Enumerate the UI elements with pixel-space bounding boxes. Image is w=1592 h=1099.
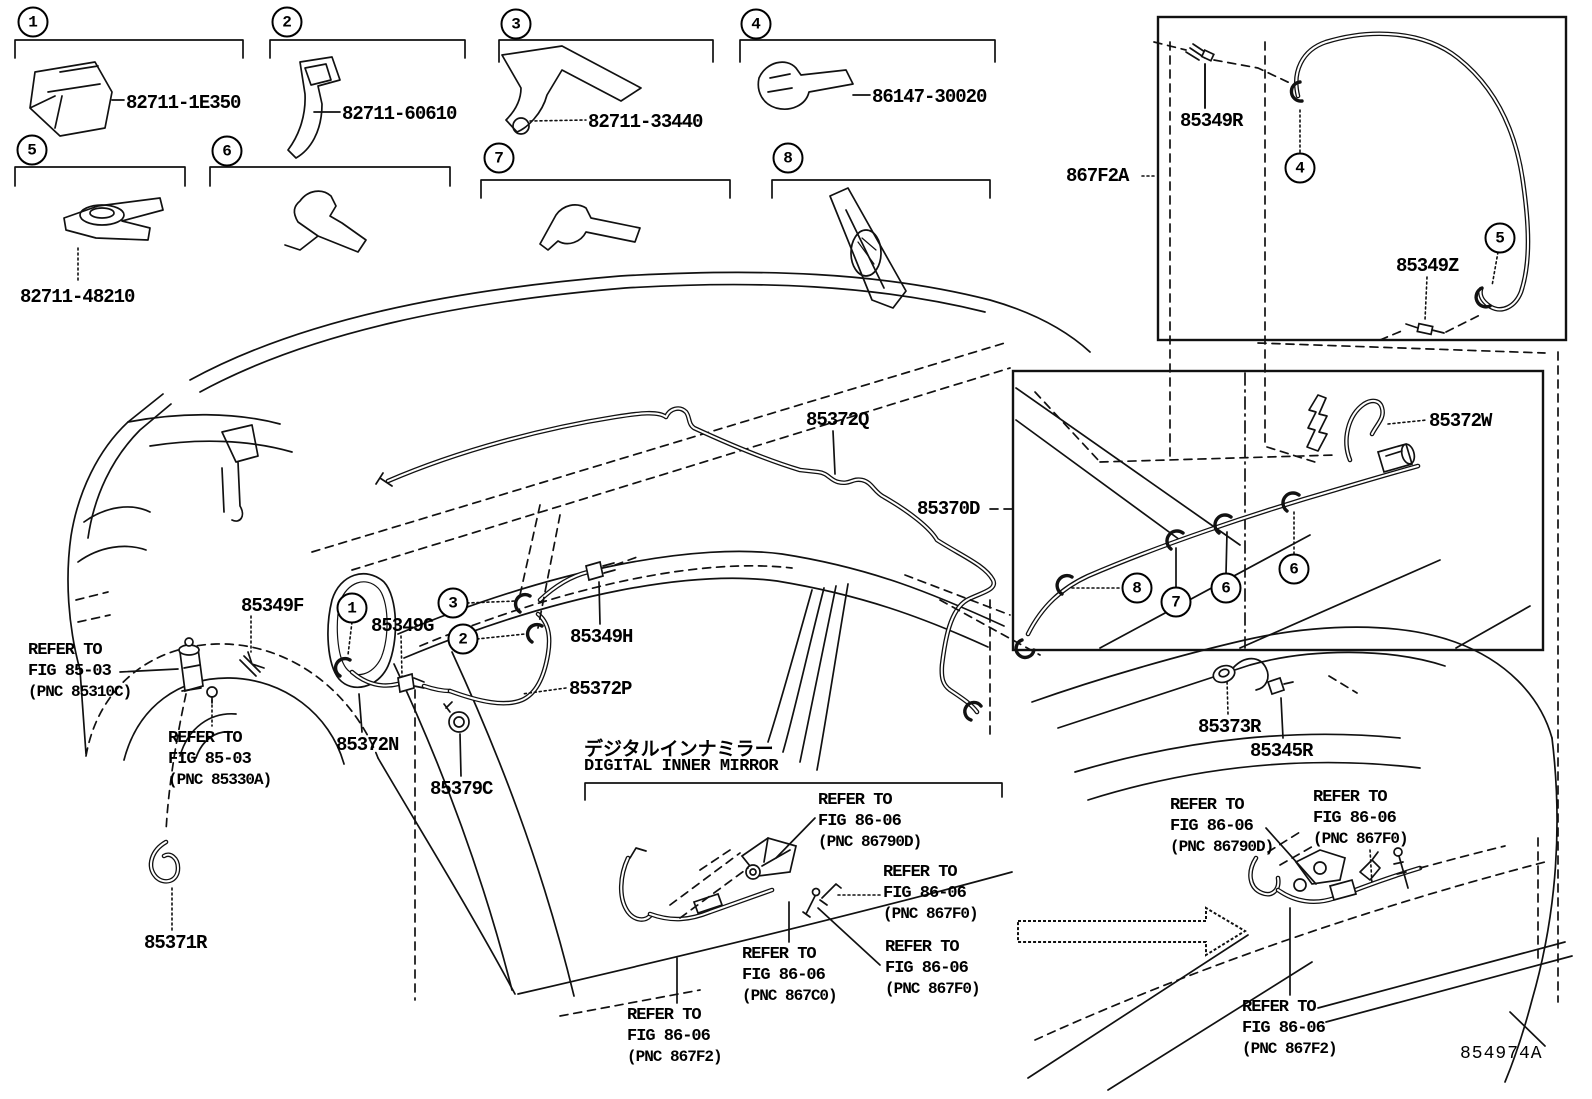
refer-to-note-line: FIG 85-03 — [168, 750, 252, 769]
part-number-label: 85379C — [430, 778, 493, 800]
leader-lines — [119, 63, 1373, 1004]
refer-to-note-line: (PNC 85330A) — [168, 771, 272, 789]
part-number-label: 85349H — [570, 626, 633, 648]
part-number-label: 85349Z — [1396, 255, 1459, 277]
part-number-label: 85372N — [336, 734, 399, 756]
part-number-label: 85370D — [917, 498, 980, 520]
part-number-label: 85345R — [1250, 740, 1313, 762]
drawing-code: 854974A — [1460, 1044, 1543, 1064]
refer-to-note: REFER TO FIG 86-06 (PNC 867F0) — [885, 937, 981, 1000]
legend-item-number: 6 — [211, 135, 243, 167]
diagram-callout-number: 7 — [1160, 586, 1192, 618]
legend-item-number: 3 — [500, 8, 532, 40]
refer-to-note: REFER TO FIG 86-06 (PNC 867F0) — [883, 862, 979, 925]
legend-item-number: 1 — [17, 6, 49, 38]
refer-to-note-line: (PNC 867F0) — [883, 905, 979, 923]
refer-to-note-line: (PNC 867F0) — [1313, 830, 1409, 848]
refer-to-note-line: FIG 86-06 — [1242, 1019, 1326, 1038]
refer-to-note: REFER TO FIG 86-06 (PNC 86790D) — [1170, 795, 1274, 858]
legend-part-number: 82711-33440 — [588, 111, 703, 133]
inner-mirror-note-jp: デジタルインナミラー — [584, 738, 774, 760]
part-number-label: 85349G — [371, 615, 434, 637]
refer-to-note: REFER TO FIG 86-06 (PNC 867C0) — [742, 944, 838, 1007]
refer-to-note: REFER TO FIG 86-06 (PNC 867F2) — [627, 1005, 723, 1068]
diagram-callout-number: 6 — [1210, 572, 1242, 604]
legend-item-number: 4 — [740, 8, 772, 40]
legend-part-number: 82711-1E350 — [126, 92, 241, 114]
refer-to-note-line: FIG 86-06 — [885, 959, 969, 978]
part-number-label: 85349F — [241, 595, 304, 617]
refer-to-note-line: REFER TO — [1313, 788, 1388, 807]
inner-mirror-note-en: DIGITAL INNER MIRROR — [584, 757, 779, 776]
roof-washer-hose — [375, 406, 1041, 736]
refer-to-note: REFER TO FIG 85-03 (PNC 85310C) — [28, 640, 132, 703]
refer-to-note-line: REFER TO — [168, 729, 243, 748]
refer-to-note-line: (PNC 867F0) — [885, 980, 981, 998]
refer-to-note-line: REFER TO — [883, 863, 958, 882]
diagram-callout-number: 2 — [447, 623, 479, 655]
part-number-label: 85372W — [1429, 410, 1492, 432]
digital-inner-mirror-section — [584, 782, 1003, 922]
part-number-label: 85372Q — [806, 409, 869, 431]
part-number-label: 85372P — [569, 678, 632, 700]
part-number-label: 85371R — [144, 932, 207, 954]
legend-part-number: 86147-30020 — [872, 86, 987, 108]
diagram-callout-number: 5 — [1484, 222, 1516, 254]
refer-to-note-line: FIG 86-06 — [1313, 809, 1397, 828]
refer-to-note-line: REFER TO — [28, 641, 103, 660]
legend-part-number: 82711-48210 — [20, 286, 135, 308]
part-number-label: 867F2A — [1066, 165, 1129, 187]
refer-to-note-line: (PNC 85310C) — [28, 683, 132, 701]
legend-item-number: 5 — [16, 134, 48, 166]
diagram-callout-number: 3 — [437, 587, 469, 619]
part-number-label: 85373R — [1198, 716, 1261, 738]
legend-item-number: 2 — [271, 6, 303, 38]
refer-to-note-line: (PNC 86790D) — [1170, 838, 1274, 856]
legend-part-drawings — [29, 45, 907, 309]
refer-to-note-line: FIG 86-06 — [742, 966, 826, 985]
refer-to-note: REFER TO FIG 86-06 (PNC 867F0) — [1313, 787, 1409, 850]
refer-to-note: REFER TO FIG 86-06 (PNC 867F2) — [1242, 997, 1338, 1060]
refer-to-note-line: REFER TO — [742, 945, 817, 964]
refer-to-note-line: REFER TO — [1242, 998, 1317, 1017]
inset-box-back-door-hose — [1153, 15, 1568, 342]
refer-to-note-line: FIG 85-03 — [28, 662, 112, 681]
refer-to-note-line: FIG 86-06 — [818, 812, 902, 831]
legend-brackets — [14, 39, 996, 199]
vehicle-body — [67, 271, 1091, 1017]
refer-to-note: REFER TO FIG 86-06 (PNC 86790D) — [818, 790, 922, 853]
rear-gate-view — [1017, 626, 1573, 1091]
refer-to-note-line: FIG 86-06 — [1170, 817, 1254, 836]
projection-lines — [414, 41, 1559, 1003]
legend-item-number: 7 — [483, 142, 515, 174]
part-number-label: 85349R — [1180, 110, 1243, 132]
refer-to-note-line: (PNC 867C0) — [742, 987, 838, 1005]
refer-to-note-line: REFER TO — [885, 938, 960, 957]
legend-part-number: 82711-60610 — [342, 103, 457, 125]
refer-to-note: REFER TO FIG 85-03 (PNC 85330A) — [168, 728, 272, 791]
refer-to-note-line: REFER TO — [627, 1006, 702, 1025]
diagram-callout-number: 1 — [336, 592, 368, 624]
refer-to-note-line: REFER TO — [1170, 796, 1245, 815]
refer-to-note-line: FIG 86-06 — [627, 1027, 711, 1046]
refer-to-note-line: FIG 86-06 — [883, 884, 967, 903]
refer-to-note-line: (PNC 867F2) — [1242, 1040, 1338, 1058]
legend-item-number: 8 — [772, 142, 804, 174]
refer-to-note-line: REFER TO — [818, 791, 893, 810]
diagram-callout-number: 8 — [1121, 572, 1153, 604]
refer-to-note-line: (PNC 867F2) — [627, 1048, 723, 1066]
diagram-callout-number: 6 — [1278, 553, 1310, 585]
inset-box-roof-hose — [1011, 369, 1545, 660]
refer-to-note-line: (PNC 86790D) — [818, 833, 922, 851]
front-washer-parts — [148, 504, 641, 884]
diagram-callout-number: 4 — [1284, 152, 1316, 184]
